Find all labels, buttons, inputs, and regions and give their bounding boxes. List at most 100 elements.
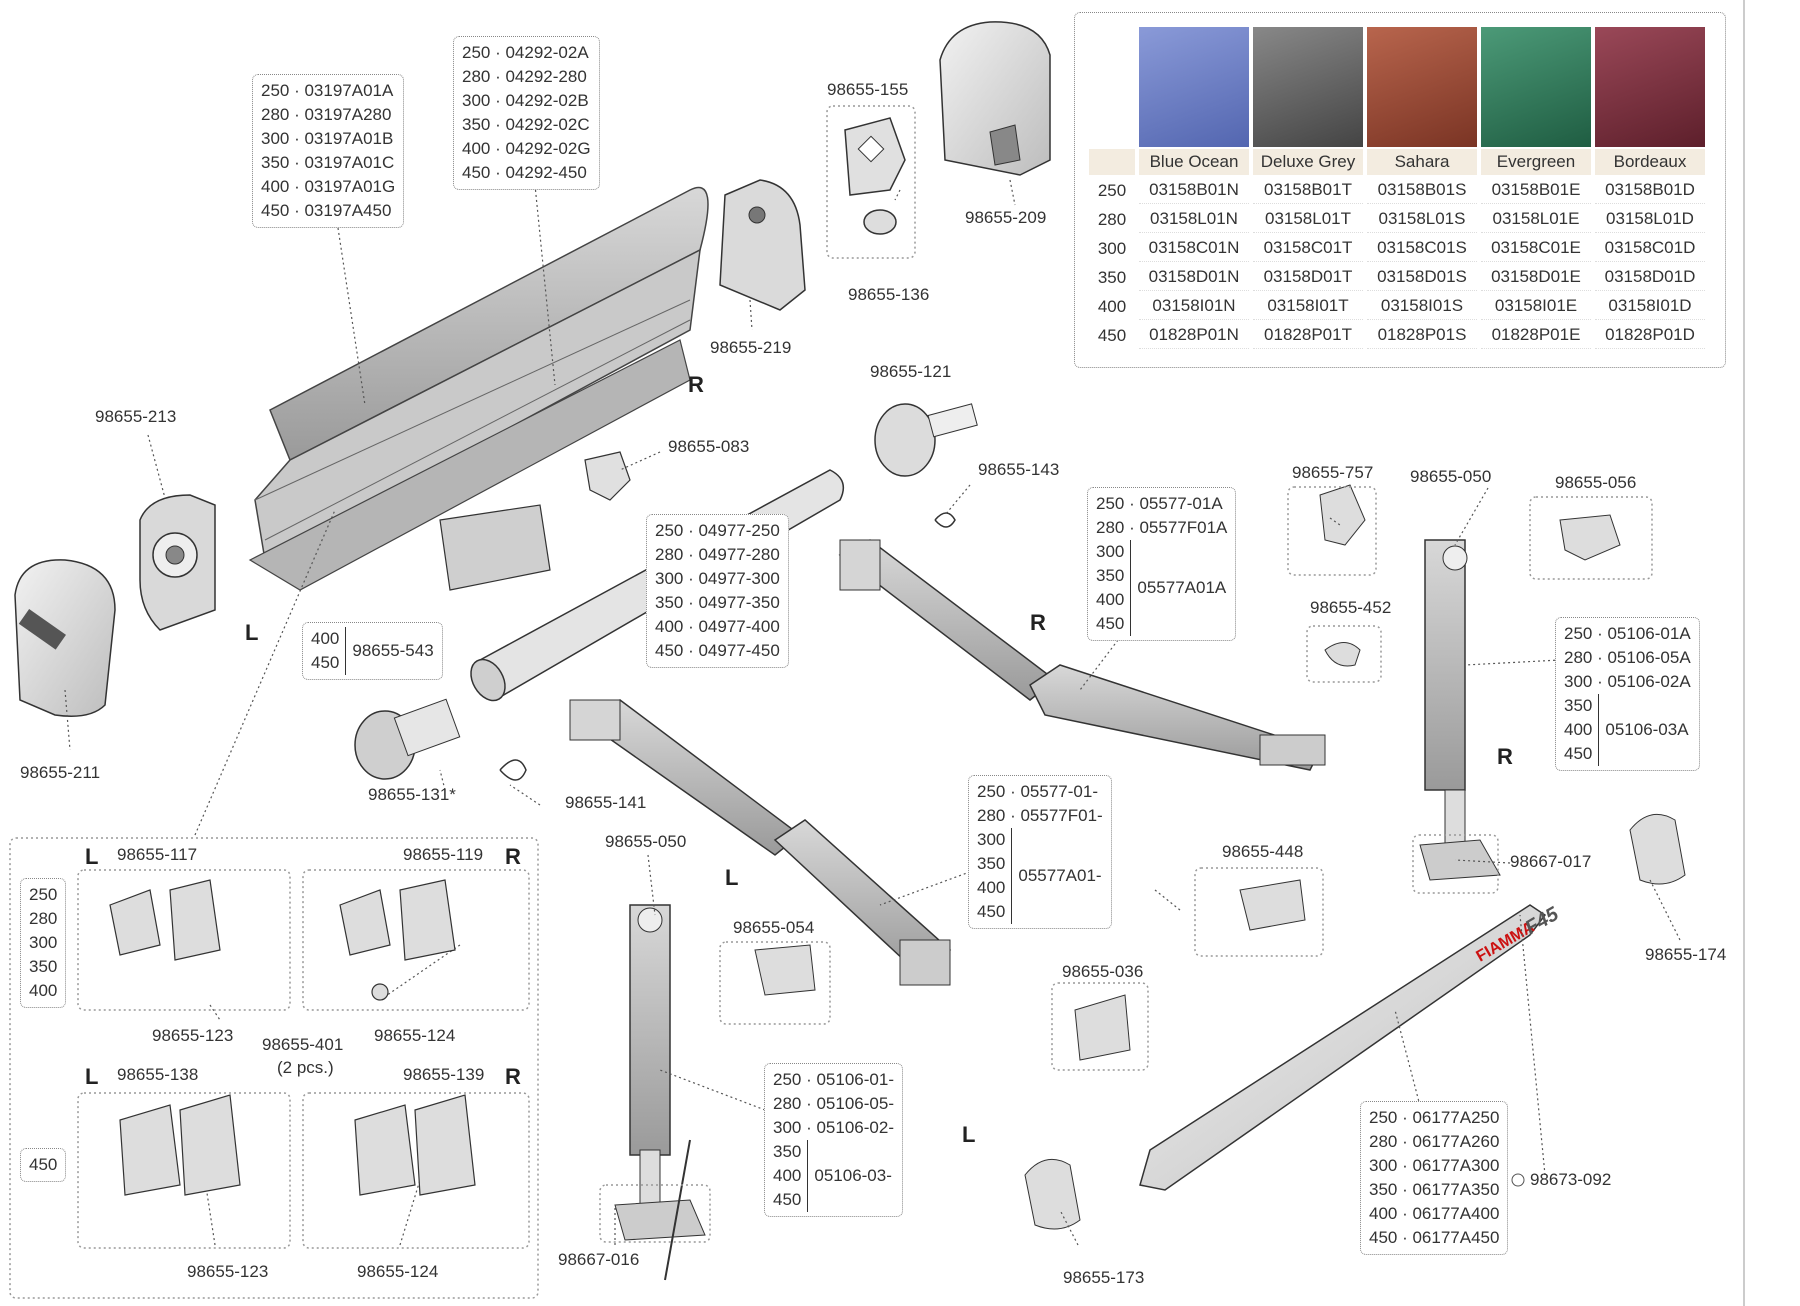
size-line: 300 · 05106-02A bbox=[1564, 672, 1691, 691]
size-line: 280 · 05577F01A bbox=[1096, 518, 1228, 537]
header-row: Blue Ocean Deluxe Grey Sahara Evergreen … bbox=[1089, 149, 1705, 175]
end-cap-right bbox=[719, 179, 806, 311]
part-label: 98655-117 bbox=[117, 845, 198, 864]
part-173 bbox=[1024, 1158, 1081, 1230]
size-cell: 300 bbox=[1089, 235, 1135, 262]
part-label: 98655-143 bbox=[978, 460, 1060, 479]
sizebox-front-profile: 250 · 06177A250 280 · 06177A260 300 · 06… bbox=[1360, 1101, 1509, 1255]
size-line: 350 bbox=[773, 1142, 802, 1161]
size-line: 350 · 03197A01C bbox=[261, 153, 395, 172]
size-line: 300 bbox=[1096, 542, 1125, 561]
spring-143 bbox=[934, 512, 956, 528]
code-cell: 01828P01T bbox=[1253, 322, 1363, 349]
roller-end-131 bbox=[354, 698, 461, 780]
hinge-kits bbox=[109, 879, 476, 1196]
code-cell: 01828P01D bbox=[1595, 322, 1705, 349]
part-label: 98655-054 bbox=[733, 918, 815, 937]
awning-cover bbox=[248, 186, 709, 591]
part-code: 05577A01- bbox=[1018, 866, 1102, 885]
size-line: 400 bbox=[29, 981, 58, 1000]
size-line: 450 bbox=[1096, 614, 1125, 633]
size-line: 400 bbox=[977, 878, 1006, 897]
size-line: 280 · 04292-280 bbox=[462, 67, 587, 86]
code-cell: 03158C01E bbox=[1481, 235, 1591, 262]
plus-marker bbox=[1511, 1173, 1525, 1187]
side-marker: R bbox=[688, 372, 704, 397]
size-cell: 450 bbox=[1089, 322, 1135, 349]
part-label: 98655-448 bbox=[1222, 842, 1304, 861]
size-line: 350 bbox=[29, 957, 58, 976]
part-label: 98655-121 bbox=[870, 362, 952, 381]
size-line: 400 bbox=[773, 1166, 802, 1185]
part-label: 98673-092 bbox=[1530, 1170, 1612, 1189]
code-cell: 03158I01T bbox=[1253, 293, 1363, 320]
part-code: 05106-03- bbox=[814, 1166, 892, 1185]
sizebox-leg-right: 250 · 05106-01A 280 · 05106-05A 300 · 05… bbox=[1555, 617, 1700, 771]
size-line: 280 · 06177A260 bbox=[1369, 1132, 1500, 1151]
part-label-note: (2 pcs.) bbox=[277, 1058, 334, 1077]
side-cover-left bbox=[14, 559, 116, 717]
fabric-color-table: Blue Ocean Deluxe Grey Sahara Evergreen … bbox=[1074, 12, 1726, 368]
part-label: 98655-139 bbox=[403, 1065, 485, 1084]
size-cell: 400 bbox=[1089, 293, 1135, 320]
sizebox-cover: 250 · 03197A01A 280 · 03197A280 300 · 03… bbox=[252, 74, 405, 228]
part-label: 98655-056 bbox=[1555, 473, 1637, 492]
size-line: 450 bbox=[29, 1155, 58, 1174]
part-label: 98655-083 bbox=[668, 437, 750, 456]
part-label: 98667-017 bbox=[1510, 852, 1592, 871]
size-line: 250 · 05106-01- bbox=[773, 1070, 894, 1089]
sizebox-tube: 250 · 04977-250 280 · 04977-280 300 · 04… bbox=[646, 514, 789, 668]
part-label: 98655-174 bbox=[1645, 945, 1727, 964]
size-line: 250 · 04292-02A bbox=[462, 43, 589, 62]
part-label: 98667-016 bbox=[558, 1250, 640, 1269]
swatch-blue-ocean bbox=[1139, 27, 1249, 147]
code-cell: 03158I01E bbox=[1481, 293, 1591, 320]
swatch-evergreen bbox=[1481, 27, 1591, 147]
part-code: 05577A01A bbox=[1137, 578, 1227, 597]
leader-lines bbox=[64, 179, 1681, 1246]
code-cell: 03158D01E bbox=[1481, 264, 1591, 291]
code-cell: 03158B01E bbox=[1481, 177, 1591, 204]
part-036 bbox=[1074, 994, 1131, 1061]
code-cell: 03158I01N bbox=[1139, 293, 1249, 320]
size-line: 350 · 04977-350 bbox=[655, 593, 780, 612]
side-marker: R bbox=[1030, 610, 1046, 635]
size-line: 300 bbox=[29, 933, 58, 952]
part-label: 98655-213 bbox=[95, 407, 177, 426]
part-label: 98655-050 bbox=[1410, 467, 1492, 486]
part-label: 98655-219 bbox=[710, 338, 792, 357]
side-marker: R bbox=[505, 1064, 521, 1089]
size-line: 250 · 04977-250 bbox=[655, 521, 780, 540]
size-line: 400 bbox=[1564, 720, 1593, 739]
size-line: 450 · 04292-450 bbox=[462, 163, 587, 182]
part-label: 98655-124 bbox=[374, 1026, 456, 1045]
part-448 bbox=[1239, 879, 1306, 931]
code-cell: 03158I01D bbox=[1595, 293, 1705, 320]
part-label: 98655-036 bbox=[1062, 962, 1144, 981]
sizebox-leg-left: 250 · 05106-01- 280 · 05106-05- 300 · 05… bbox=[764, 1063, 903, 1217]
size-line: 400 bbox=[311, 629, 340, 648]
size-line: 450 · 04977-450 bbox=[655, 641, 780, 660]
color-header: Evergreen bbox=[1481, 149, 1591, 175]
code-cell: 03158B01N bbox=[1139, 177, 1249, 204]
size-line: 300 · 05106-02- bbox=[773, 1118, 894, 1137]
swatch-bordeaux bbox=[1595, 27, 1705, 147]
part-code: 05106-03A bbox=[1605, 720, 1689, 739]
size-line: 280 · 03197A280 bbox=[261, 105, 392, 124]
code-cell: 03158D01T bbox=[1253, 264, 1363, 291]
fabric-table-grid: Blue Ocean Deluxe Grey Sahara Evergreen … bbox=[1085, 25, 1709, 351]
side-marker: L bbox=[85, 1064, 99, 1089]
part-label: 98655-136 bbox=[848, 285, 930, 304]
code-cell: 03158D01S bbox=[1367, 264, 1477, 291]
part-label: 98655-138 bbox=[117, 1065, 199, 1084]
part-label: 98655-123 bbox=[187, 1262, 269, 1281]
part-label: 98655-155 bbox=[827, 80, 909, 99]
size-line: 400 · 04292-02G bbox=[462, 139, 591, 158]
part-label: 98655-173 bbox=[1063, 1268, 1145, 1287]
code-cell: 03158L01E bbox=[1481, 206, 1591, 233]
size-line: 300 bbox=[977, 830, 1006, 849]
color-header: Blue Ocean bbox=[1139, 149, 1249, 175]
